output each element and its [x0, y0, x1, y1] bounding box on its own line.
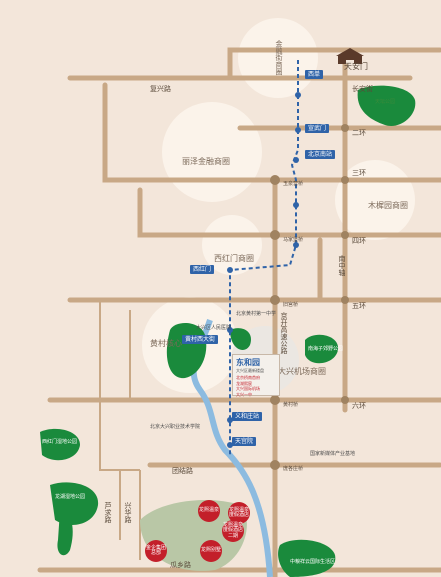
jinrongjie-label: 金融街商圈: [275, 40, 283, 75]
tuanhe-label: 团结路: [172, 467, 193, 475]
poi-college: 北京大兴职业技术学院: [150, 424, 201, 430]
station-xihongmen[interactable]: 西红门: [190, 265, 215, 275]
poi-hospital: 大兴区人民医院: [196, 325, 232, 331]
changan-label: 长安街: [352, 85, 373, 93]
project-list-item: 龙湖熙宸: [236, 380, 252, 386]
project-list-item: 北京桥南首府: [236, 375, 260, 380]
yuquanying-label: 玉泉营桥: [283, 181, 304, 187]
ring4-road: [137, 187, 441, 238]
bottom-right-park: [278, 539, 336, 577]
station-tiangongyuan[interactable]: 天宫院: [232, 437, 257, 447]
luxiang-label: 芦求路: [104, 502, 112, 523]
pin-2[interactable]: 龙熙温泉度假酒店: [228, 502, 250, 524]
mudanyuan-label: 木樨园商圈: [368, 201, 408, 210]
nanhaizi-label: 南海子郊野公园: [308, 346, 344, 352]
ring4-label: 四环: [352, 237, 366, 245]
guangxiang-label: 瓜乡路: [170, 561, 191, 569]
nanhaizi-park: [305, 334, 339, 364]
nianhua-label: 国家新媒体产业基地: [310, 451, 356, 457]
panggezhuang-label: 庞各庄桥: [283, 466, 304, 472]
huangcun-label: 黄村核心: [150, 339, 182, 348]
station-beijingnanzhan[interactable]: 北京南站: [305, 150, 336, 160]
jiugong-label: 旧宫桥: [283, 302, 299, 308]
nanzhongzhou-label: 南中轴: [338, 255, 346, 276]
metro-line: [229, 60, 299, 455]
xihongmen-zone: [202, 215, 262, 275]
tiananmen-icon: [336, 48, 364, 64]
project-list-item: 大兴一中: [236, 391, 252, 397]
station-yihezhuang[interactable]: 义和庄站: [232, 412, 263, 422]
ring2-label: 二环: [352, 129, 366, 137]
station-xuanwumen[interactable]: 宣武门: [305, 124, 330, 134]
jingkai-label: 京开高速公路: [280, 312, 288, 354]
lize-zone: [162, 102, 262, 202]
huangcun-bridge-label: 黄村桥: [283, 402, 299, 408]
pin-1[interactable]: 龙熙温泉: [198, 500, 220, 522]
pin-3[interactable]: 龙熙温泉度假酒店二期: [222, 520, 244, 542]
ring5-label: 五环: [352, 302, 366, 310]
xihongmen-label: 西红门商圈: [214, 254, 254, 263]
left-park-label: 西红门湿地公园: [42, 439, 78, 445]
jichang-label: 大兴机场商圈: [278, 367, 326, 376]
pin-project[interactable]: 金企集团总部: [145, 540, 167, 562]
bottom-right-park-label: 中粮祥云国际生活区: [290, 559, 336, 565]
majiabao-label: 马家堡桥: [283, 237, 304, 243]
station-huangcun-xi[interactable]: 黄村西大街: [182, 335, 219, 345]
station-xidan[interactable]: 西单: [305, 70, 324, 80]
tiantan-park: [357, 85, 416, 126]
left-park: [40, 428, 80, 461]
left-park-2: [50, 482, 99, 525]
tiantan-label: 天坛公园: [375, 99, 396, 105]
lize-label: 丽泽金融商圈: [182, 157, 230, 166]
tiananmen-label: 天安门: [344, 62, 368, 71]
project-info-box[interactable]: 东和园 大兴区最新楼盘 北京桥南首府 龙湖熙宸 大兴国际机场 大兴一中: [232, 354, 280, 397]
fuxing-label: 复兴路: [150, 85, 171, 93]
left-park-2-label: 龙湖湿地公园: [55, 494, 86, 500]
project-brand: 东和园: [236, 358, 260, 367]
ring6-label: 六环: [352, 402, 366, 410]
poi-school: 北京黄村第一中学: [236, 311, 277, 317]
project-subtitle: 大兴区最新楼盘: [236, 368, 264, 373]
project-list-item: 大兴国际机场: [236, 386, 260, 392]
xinghua-label: 兴华路: [124, 502, 132, 523]
pin-4[interactable]: 龙熙别墅: [200, 540, 222, 562]
ring3-road: [102, 82, 441, 183]
ring3-label: 三环: [352, 169, 366, 177]
